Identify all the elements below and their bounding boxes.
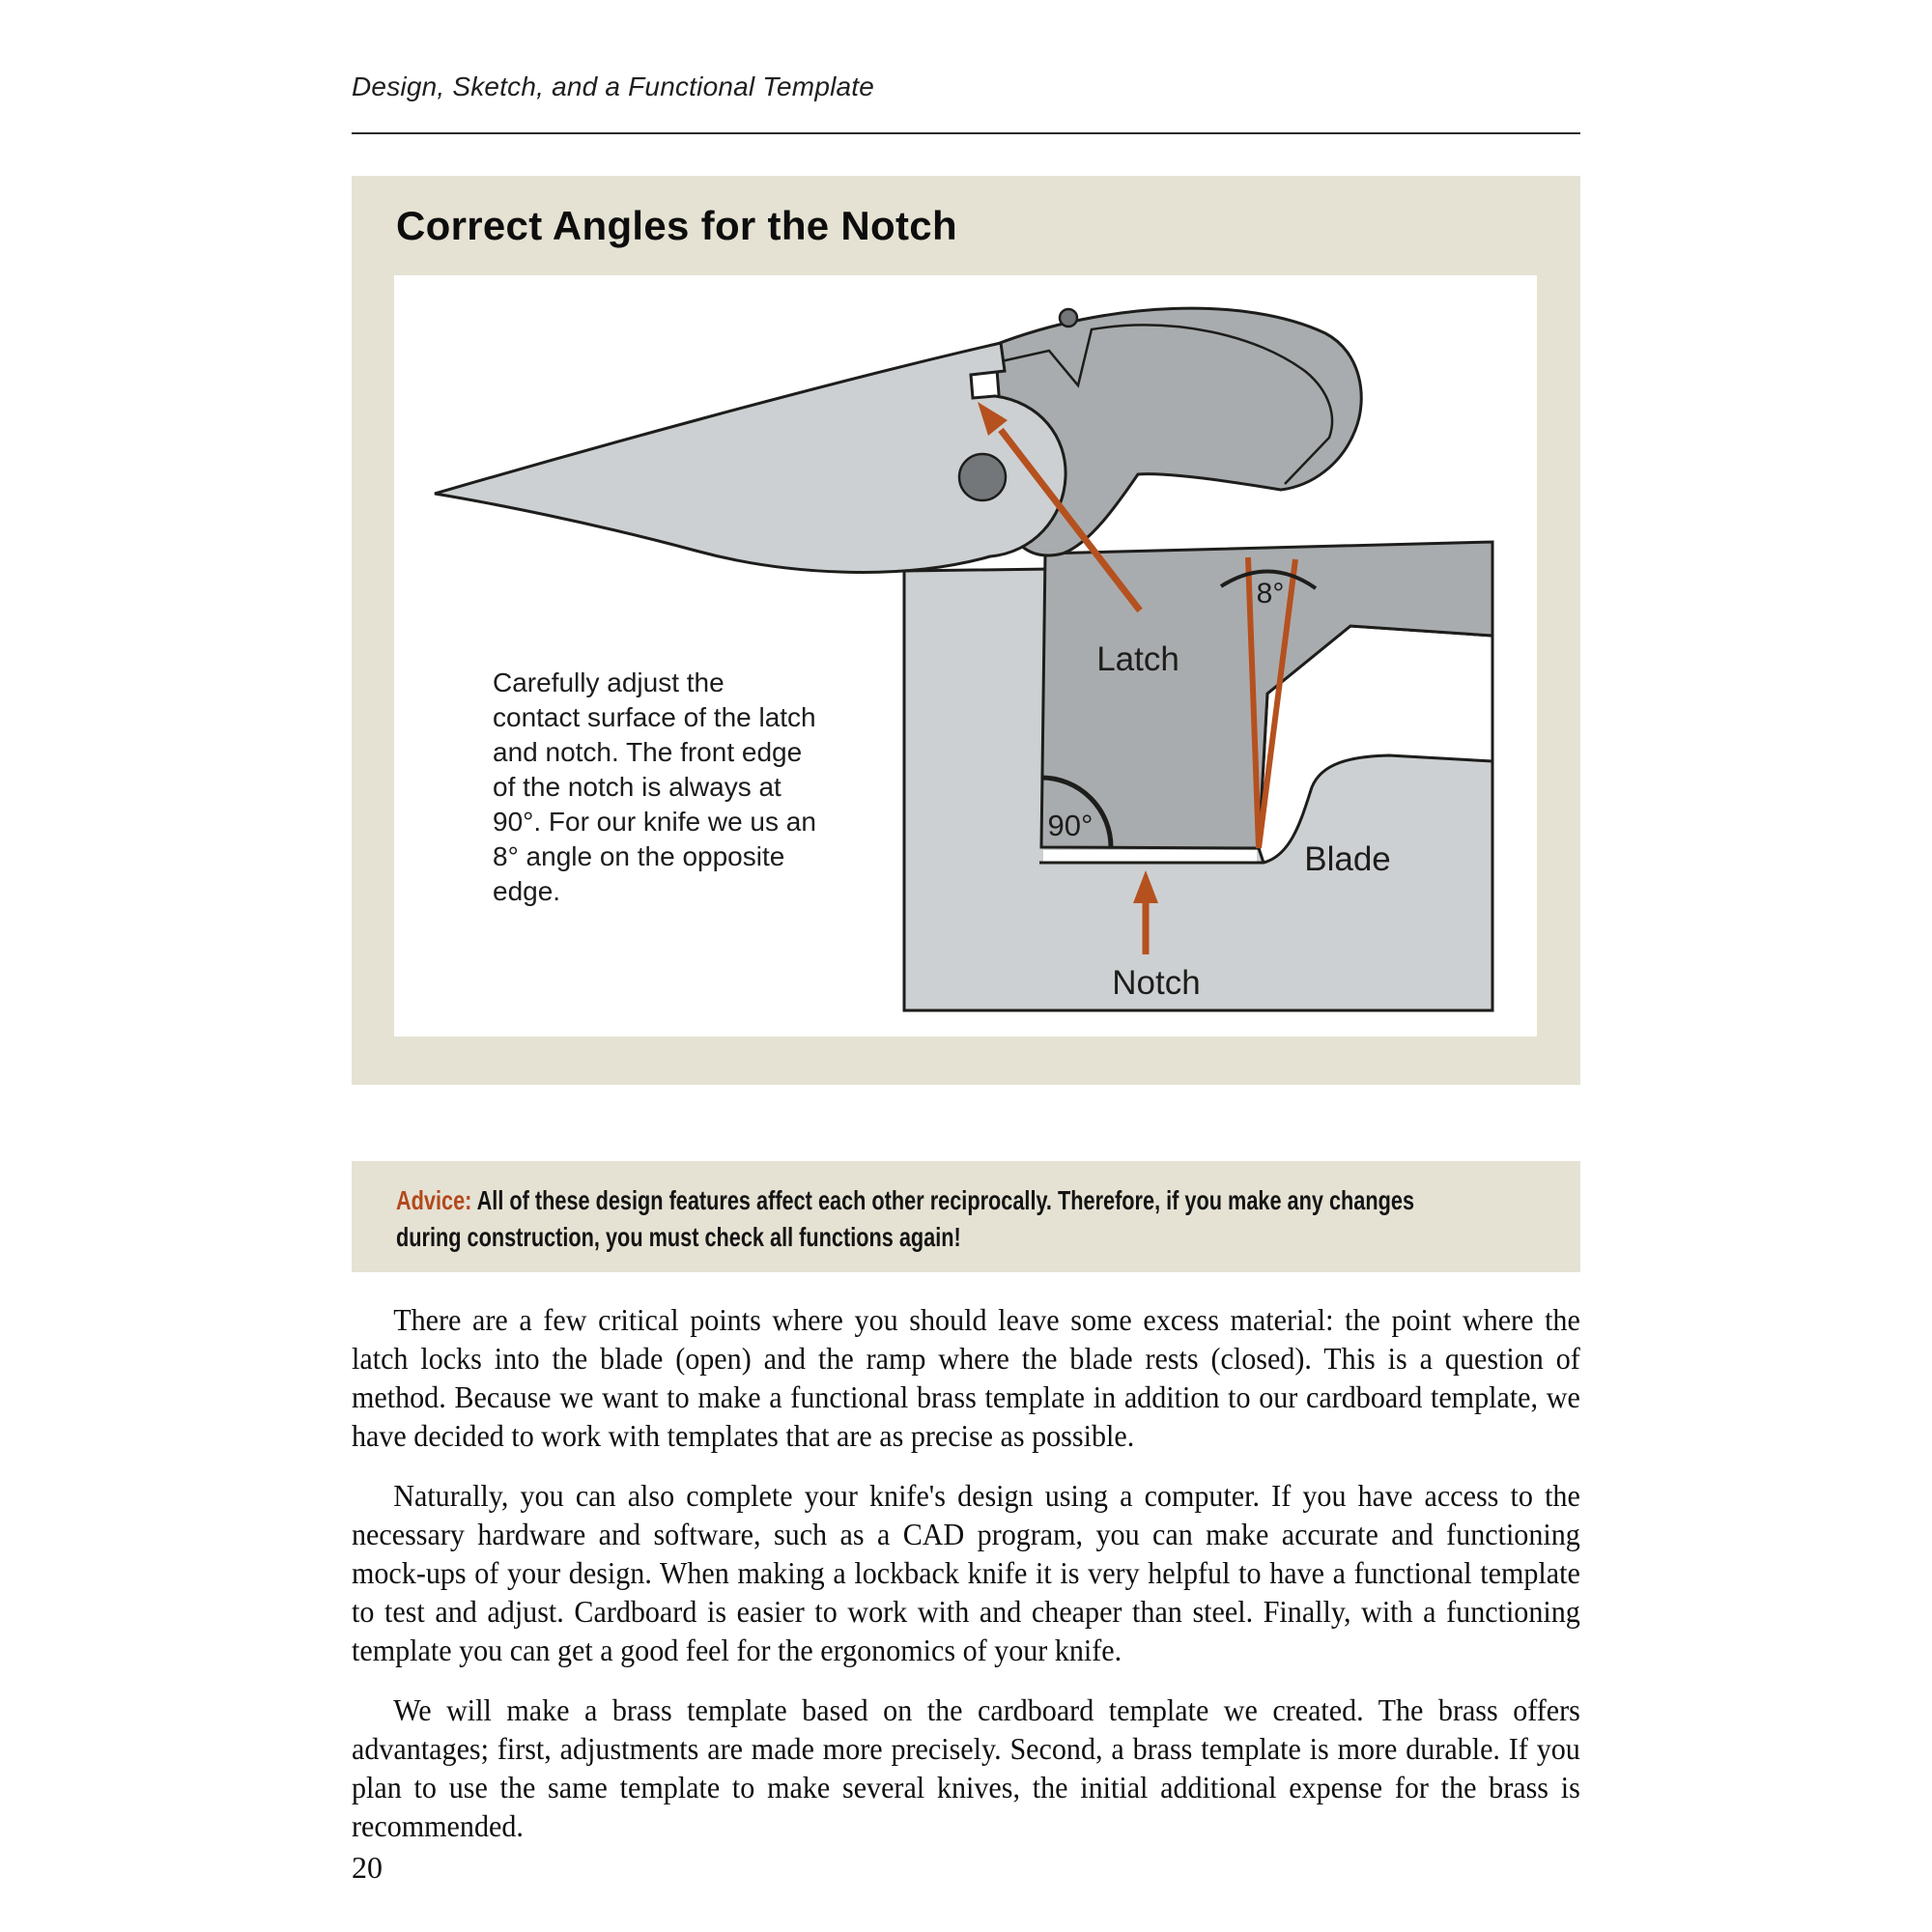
figure-title: Correct Angles for the Notch bbox=[396, 203, 957, 248]
page-number: 20 bbox=[352, 1850, 383, 1885]
handle-pin bbox=[1058, 307, 1079, 328]
pointer-arrow-head bbox=[978, 402, 1008, 436]
paragraph-2: Naturally, you can also complete your kn… bbox=[352, 1478, 1580, 1667]
advice-label: Advice: bbox=[396, 1185, 472, 1215]
pointer-arrow-shaft bbox=[998, 427, 1143, 613]
running-header: Design, Sketch, and a Functional Templat… bbox=[352, 71, 875, 101]
notch-detail-section bbox=[902, 540, 1494, 1012]
figure-canvas: Latch 8° 90° Blade Notch Carefully adjus… bbox=[394, 275, 1537, 1037]
angle-8-arc bbox=[1219, 569, 1318, 590]
latch-shape bbox=[1039, 540, 1494, 850]
advice-body: All of these design features affect each… bbox=[396, 1185, 1415, 1252]
knife-handle-shape bbox=[993, 306, 1363, 557]
advice-text: Advice: All of these design features aff… bbox=[396, 1182, 1466, 1256]
figure-caption: Carefully adjust the contact surface of … bbox=[493, 668, 816, 906]
body-copy: There are a few critical points where yo… bbox=[352, 1300, 1580, 1866]
knife-notch-diagram bbox=[434, 306, 1494, 1012]
notch-slot bbox=[1043, 850, 1257, 862]
notch-label: Notch bbox=[1112, 964, 1201, 1002]
figure-panel: Correct Angles for the Notch bbox=[352, 176, 1580, 1085]
angle-8-line-right bbox=[1256, 558, 1298, 849]
latch-pointer-arrow bbox=[978, 402, 1143, 613]
angle-90-label: 90° bbox=[1047, 809, 1094, 842]
knife-illustration bbox=[434, 306, 1363, 574]
header-rule bbox=[352, 132, 1580, 134]
angle-90-arc bbox=[1040, 775, 1114, 848]
paragraph-1: There are a few critical points where yo… bbox=[352, 1302, 1580, 1453]
paragraph-3: We will make a brass template based on t… bbox=[352, 1692, 1580, 1843]
blade-label: Blade bbox=[1304, 840, 1391, 878]
latch-label: Latch bbox=[1096, 640, 1179, 678]
pivot-pin bbox=[957, 452, 1008, 502]
angle-8-line-left bbox=[1245, 556, 1262, 849]
angle-8-label: 8° bbox=[1256, 578, 1285, 610]
clearance-wedge bbox=[1257, 624, 1494, 865]
notch-arrow-head bbox=[1133, 870, 1158, 903]
advice-callout: Advice: All of these design features aff… bbox=[352, 1161, 1580, 1272]
handle-liner-seam bbox=[996, 324, 1334, 485]
